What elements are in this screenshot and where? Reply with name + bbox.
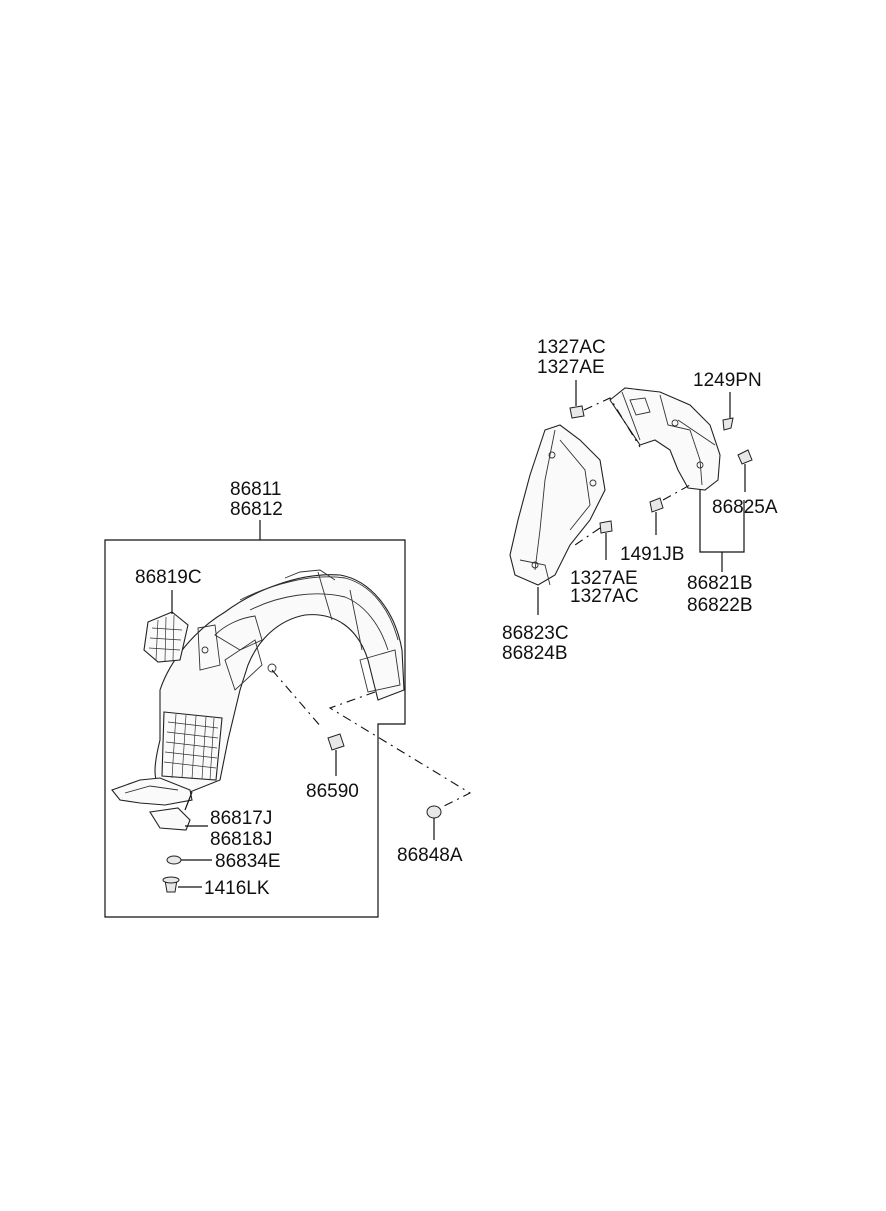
rear-nut-bot-label-2: 1327AC bbox=[570, 586, 639, 607]
rear-nut-bot-label-1: 1327AE bbox=[570, 568, 638, 589]
front-washer-illustration bbox=[166, 855, 212, 865]
front-liner-grille bbox=[161, 711, 223, 781]
rear-nut-top-label-1: 1327AC bbox=[537, 337, 606, 358]
front-clip-illustration bbox=[271, 669, 345, 776]
rear-nut-bot-illustration bbox=[574, 520, 613, 560]
front-liner-label-l: 86811 bbox=[230, 479, 281, 500]
rear-clip-a-label: 86825A bbox=[712, 497, 778, 518]
rear-screw-illustration bbox=[722, 392, 734, 431]
rear-liner-label-l: 86821B bbox=[687, 573, 753, 594]
front-screw-illustration bbox=[162, 876, 202, 893]
front-washer-label: 86834E bbox=[215, 851, 281, 872]
front-assembly: 86811 86812 86819C 86590 86817J 86818J 8… bbox=[104, 479, 472, 918]
rear-liner-illustration bbox=[609, 387, 721, 491]
front-insulator-label: 86819C bbox=[135, 567, 202, 588]
mount-clip-label: 86848A bbox=[397, 845, 463, 866]
rear-guard-illustration bbox=[509, 424, 606, 586]
rear-guard-label-l: 86823C bbox=[502, 623, 569, 644]
front-clip-label: 86590 bbox=[306, 781, 359, 802]
front-insulator-illustration bbox=[143, 590, 189, 663]
rear-guard-label-r: 86824B bbox=[502, 643, 568, 664]
front-bracket-label-l: 86817J bbox=[210, 808, 272, 829]
rear-nut-top-illustration bbox=[569, 380, 641, 448]
mount-clip-illustration bbox=[426, 805, 442, 840]
front-bracket-label-r: 86818J bbox=[210, 829, 272, 850]
rear-clip-b-label: 1491JB bbox=[620, 544, 684, 565]
front-bracket-illustration bbox=[149, 791, 208, 831]
front-group-frame bbox=[104, 539, 406, 918]
rear-screw-label: 1249PN bbox=[693, 370, 762, 391]
rear-liner-label-r: 86822B bbox=[687, 595, 753, 616]
rear-nut-top-label-2: 1327AE bbox=[537, 357, 605, 378]
rear-clip-b-illustration bbox=[649, 484, 691, 535]
rear-clip-a-illustration bbox=[737, 449, 753, 492]
front-liner-illustration bbox=[111, 569, 405, 806]
front-screw-label: 1416LK bbox=[204, 878, 270, 899]
rear-assembly: 1327AC 1327AE 1249PN 86825A 1491JB 1327A… bbox=[502, 337, 778, 664]
front-liner-label-r: 86812 bbox=[230, 499, 283, 520]
